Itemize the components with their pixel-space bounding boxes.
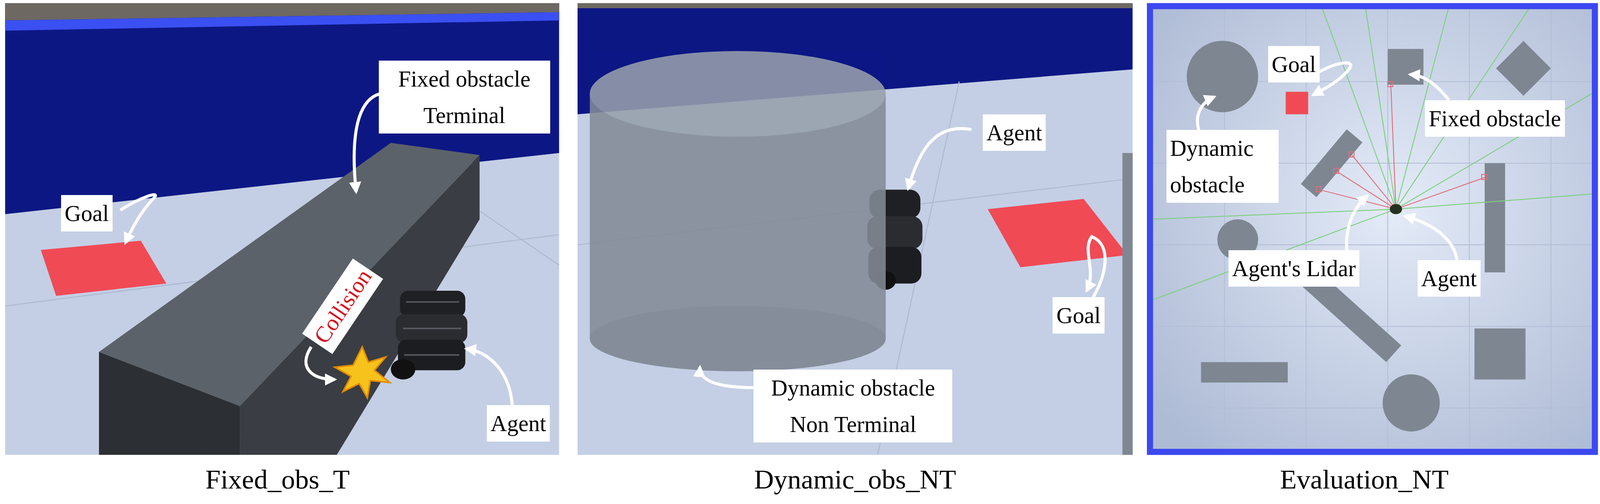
leader-arrows	[700, 128, 1106, 388]
agent-dot	[1389, 204, 1403, 215]
art-shape	[1346, 196, 1368, 252]
collision-burst	[334, 346, 390, 398]
panel-caption: Fixed_obs_T	[205, 457, 351, 502]
art-shape	[1387, 81, 1393, 87]
lidar-free-rays	[1150, 5, 1595, 301]
callout-label: Goal	[61, 195, 113, 232]
wall-edge	[5, 12, 560, 31]
art-shape	[1410, 74, 1450, 100]
art-shape	[1186, 41, 1259, 113]
leader-arrows	[120, 93, 513, 407]
obstacles	[1186, 41, 1551, 432]
art-shape	[1469, 5, 1471, 452]
art-shape	[399, 290, 465, 318]
floor-grid	[577, 81, 1133, 455]
art-shape	[1550, 5, 1552, 452]
art-shape	[1150, 5, 1595, 452]
art-shape	[1150, 407, 1595, 409]
art-shape	[1316, 186, 1322, 192]
art-shape	[589, 51, 886, 137]
panel-fixed-obstacle	[5, 3, 560, 456]
callout-label: Dynamic obstacle	[1166, 129, 1279, 203]
art-shape	[1365, 5, 1396, 209]
floor	[577, 3, 1133, 456]
arena-border	[1150, 5, 1595, 452]
callout-label: Dynamic obstacle Non Terminal	[753, 369, 953, 443]
art-shape	[1201, 362, 1288, 383]
art-shape	[120, 194, 156, 243]
art-shape	[1333, 168, 1339, 174]
obstacle-side	[239, 154, 480, 455]
goal-square	[1285, 91, 1309, 114]
panel-evaluation	[1150, 5, 1595, 452]
callout-label: Agent	[982, 114, 1046, 151]
art-shape	[1395, 177, 1485, 209]
art-shape	[469, 204, 560, 266]
callout-label: Agent's Lidar	[1228, 250, 1360, 287]
art-shape	[390, 359, 416, 380]
callout-label: Collision	[302, 258, 384, 355]
art-shape	[406, 301, 460, 303]
art-shape	[466, 349, 513, 407]
art-shape	[1150, 209, 1396, 301]
callout-label: Fixed obstacle	[1424, 100, 1565, 137]
art-shape	[403, 354, 460, 356]
cylinder	[589, 51, 886, 372]
art-shape	[1197, 97, 1215, 131]
callout-label: Fixed obstacle Terminal	[378, 60, 551, 134]
art-shape	[1484, 163, 1506, 273]
art-shape	[1474, 328, 1526, 380]
art-shape	[1395, 193, 1595, 210]
goal-pad	[987, 199, 1128, 268]
art-shape	[1348, 152, 1354, 158]
art-shape	[1336, 171, 1396, 210]
callout-label: Agent	[486, 405, 550, 442]
art-shape	[1481, 174, 1487, 180]
floor	[5, 3, 560, 456]
robot	[390, 290, 468, 380]
art-shape	[1387, 48, 1424, 85]
obstacle-edge	[1122, 153, 1133, 456]
art-shape	[402, 302, 462, 356]
arena-floor	[1150, 5, 1595, 452]
art-shape	[1352, 154, 1396, 210]
sky	[577, 3, 1133, 9]
art-shape	[1496, 41, 1551, 96]
art-shape	[1390, 84, 1396, 210]
panel-dynamic-obstacle	[577, 3, 1133, 456]
art-shape	[1300, 129, 1363, 198]
goal-pad	[41, 240, 167, 296]
panel-caption: Dynamic_obs_NT	[753, 457, 956, 502]
obstacle-front	[98, 351, 240, 455]
art-shape	[1321, 5, 1396, 209]
callout-label: Goal	[1052, 297, 1105, 334]
art-shape	[908, 128, 972, 189]
art-shape	[1395, 91, 1595, 209]
art-shape	[5, 3, 1595, 460]
callout-label: Agent	[1417, 260, 1481, 297]
art-shape	[1404, 216, 1457, 262]
art-shape	[396, 314, 468, 343]
art-shape	[1150, 209, 1396, 220]
art-shape	[1086, 236, 1105, 304]
art-shape	[1382, 374, 1440, 432]
panel-caption: Evaluation_NT	[1280, 457, 1449, 502]
art-shape	[1150, 244, 1595, 246]
floor-grid	[1150, 5, 1595, 452]
art-shape	[354, 93, 380, 192]
art-shape	[402, 327, 462, 330]
art-shape	[700, 367, 756, 388]
art-shape	[589, 306, 886, 372]
callout-label: Goal	[1268, 46, 1320, 83]
